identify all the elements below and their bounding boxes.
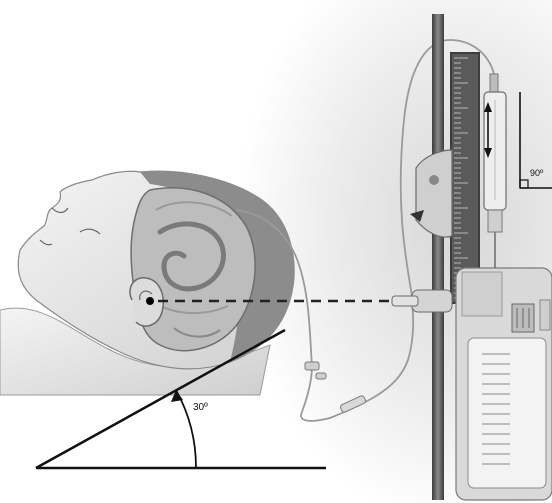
ear-reference-point <box>146 297 154 305</box>
clamp-screw-top <box>429 175 439 185</box>
mounting-clamp <box>416 150 452 237</box>
patient-head <box>0 171 294 395</box>
iv-pole <box>432 14 444 500</box>
angle-30-label: 30º <box>193 402 208 413</box>
bag-filter <box>512 304 534 332</box>
angle-90-label: 90º <box>530 168 544 178</box>
stopcock-at-level <box>392 296 418 306</box>
